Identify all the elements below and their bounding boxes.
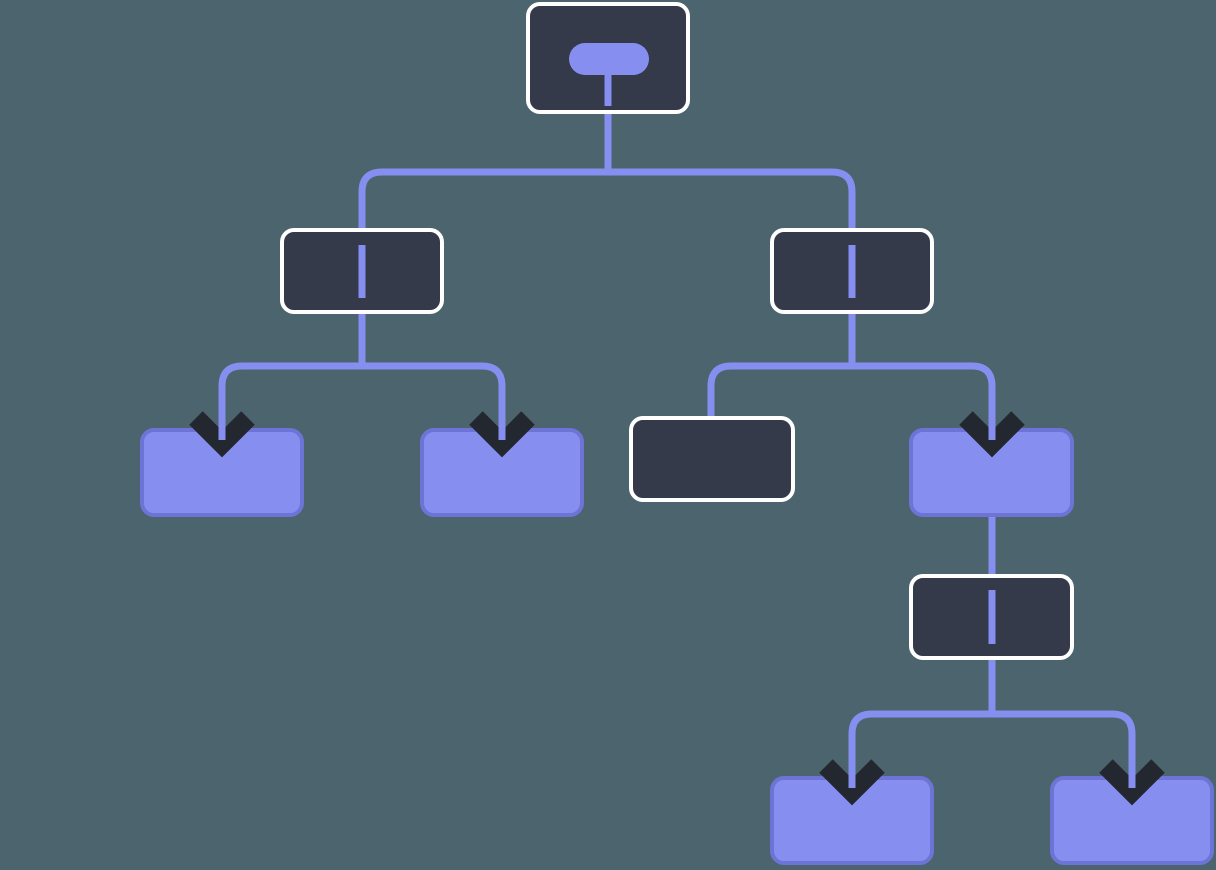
node-overlay-layer xyxy=(358,43,996,644)
edge-root-to-l1-right[interactable] xyxy=(604,112,856,236)
arrow-down-icon-l4b xyxy=(1099,759,1165,806)
node-layer xyxy=(140,2,1214,865)
edge-l1right-to-l2c[interactable] xyxy=(707,306,856,421)
root-pill-badge xyxy=(569,43,649,75)
arrow-down-icon-l2a xyxy=(189,411,255,458)
node-l2-c[interactable] xyxy=(629,416,795,502)
arrowhead-layer xyxy=(189,411,1165,806)
edge-l3-to-l4a[interactable] xyxy=(848,652,996,788)
arrow-down-icon-l2b xyxy=(469,411,535,458)
edge-l3-to-l4b[interactable] xyxy=(988,652,1136,788)
edge-root-to-l1-left[interactable] xyxy=(358,112,612,236)
edge-l1right-to-l2d[interactable] xyxy=(848,306,996,440)
arrow-down-icon-l4a xyxy=(819,759,885,806)
edge-l1left-to-l2a[interactable] xyxy=(218,306,366,440)
arrow-down-icon-l2d xyxy=(959,411,1025,458)
arrow-tip-layer xyxy=(218,400,1136,788)
edge-l1left-to-l2b[interactable] xyxy=(358,306,506,440)
